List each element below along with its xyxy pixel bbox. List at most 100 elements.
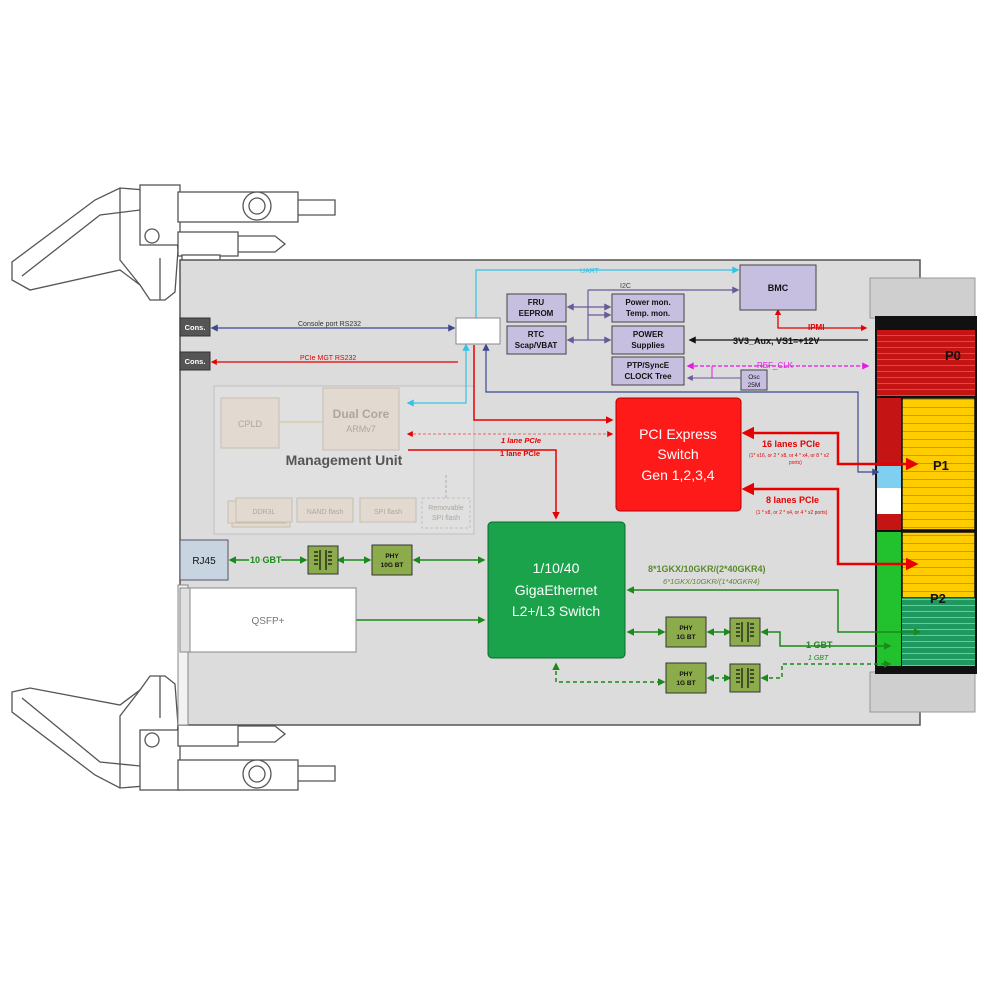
console-connector-1-label: Cons. — [185, 323, 206, 332]
gkx8-label: 8*1GKX/10GKR/(2*40GKR4) — [648, 564, 766, 574]
phy-10g-block — [371, 544, 413, 576]
giga-phy-b-link — [552, 662, 666, 686]
phy-1g-a-label-2: 1G BT — [676, 634, 695, 641]
phy-1g-a-block — [665, 616, 707, 648]
ptp-clock-block — [611, 356, 685, 386]
bmc-block — [739, 264, 817, 311]
osc-label-2: 25M — [748, 382, 761, 389]
spi-block — [359, 497, 417, 523]
qsfp-connector — [189, 587, 357, 653]
giga-switch-block — [487, 521, 626, 659]
power-label-1: POWER — [633, 330, 663, 339]
ptp-label-2: CLOCK Tree — [624, 372, 672, 381]
power-mon-label-1: Power mon. — [625, 298, 670, 307]
p0-connector — [877, 330, 975, 396]
console-connector-2 — [179, 351, 211, 371]
phy-10g-label-1: PHY — [385, 553, 399, 560]
phy-1g-b-label-2: 1G BT — [676, 680, 695, 687]
mgmt-giga-link — [408, 449, 560, 520]
uart-label: UART — [580, 268, 600, 275]
power-mon-block — [611, 293, 685, 323]
ipmi-link — [774, 308, 868, 332]
power-label-2: Supplies — [631, 341, 665, 350]
gbt1-dashed-link — [760, 660, 892, 682]
management-unit-label: Management Unit — [286, 452, 403, 468]
power-mon-label-2: Temp. mon. — [626, 309, 670, 318]
phy-1g-a-label-1: PHY — [679, 625, 693, 632]
gbt10-label: 10 GBT — [250, 555, 282, 565]
nand-block — [296, 497, 354, 523]
ddr3l-block — [235, 497, 293, 523]
phy-1g-b-block — [665, 662, 707, 694]
top-ejector-handle — [11, 184, 336, 301]
cpld-block — [220, 397, 280, 449]
lanes16-label: 16 lanes PCIe — [762, 439, 820, 449]
fru-eeprom-block — [506, 293, 567, 323]
backplane-connector: P0 P1 P2 — [869, 277, 977, 713]
rj45-label: RJ45 — [192, 556, 216, 567]
rtc-label-1: RTC — [528, 330, 545, 339]
mgmt-uart-link — [406, 343, 470, 407]
lanes8-sub-label: (1 * x8, or 2 * x4, or 4 * x2 ports) — [756, 510, 828, 516]
transformer-1g-a-icon — [729, 617, 761, 647]
ipmi-label: IPMI — [808, 323, 824, 332]
ddr3l-label: DDR3L — [253, 509, 276, 516]
hub-pcie-link — [473, 345, 614, 424]
transformer-1g-b-icon — [729, 663, 761, 693]
rtc-label-2: Scap/VBAT — [515, 341, 558, 350]
front-panel-edge — [177, 584, 189, 726]
ptp-label-1: PTP/SyncE — [627, 361, 670, 370]
console-connector-1 — [179, 317, 211, 337]
rtc-block — [506, 325, 567, 355]
console-connector-2-label: Cons. — [185, 357, 206, 366]
power-line-label: 3V3_Aux, VS1=+12V — [733, 336, 820, 346]
armv7-label: ARMv7 — [346, 424, 376, 434]
lanes8-label: 8 lanes PCIe — [766, 495, 819, 505]
pcie-mgt-label: PCIe MGT RS232 — [300, 355, 356, 362]
fru-label-1: FRU — [528, 298, 545, 307]
ref-clk-label: REF_CLK — [757, 361, 794, 370]
phy-10g-label-2: 10G BT — [381, 562, 404, 569]
bmc-label: BMC — [768, 283, 789, 293]
lanes16-sub-label: (1* x16, or 2 * x8, or 4 * x4, or 8 * x2 — [749, 453, 829, 459]
p0-label: P0 — [945, 348, 961, 363]
dual-core-label: Dual Core — [333, 407, 390, 421]
giga-switch-label-2: GigaEthernet — [515, 582, 598, 598]
removable-spi-block — [421, 497, 471, 529]
dual-core-block — [322, 387, 400, 451]
lanes16-sub2-label: ports) — [789, 460, 802, 466]
qsfp-label: QSFP+ — [251, 616, 284, 627]
p2-label: P2 — [930, 591, 946, 606]
hub-p1-link — [482, 343, 880, 476]
pcie16-link — [741, 426, 919, 471]
console-mux — [455, 317, 501, 345]
osc-label-1: Osc — [748, 374, 760, 381]
pcie-switch-block — [615, 397, 742, 512]
giga-switch-label-3: L2+/L3 Switch — [512, 603, 600, 619]
rj45-connector — [179, 539, 229, 581]
gkx6-label: 6*1GKX/10GKR/(1*40GKR4) — [663, 577, 760, 586]
pcie8-link — [741, 482, 919, 571]
cpld-label: CPLD — [238, 419, 263, 429]
p1-label: P1 — [933, 458, 949, 473]
transformer-10g-icon — [307, 545, 339, 575]
gbt1-link — [760, 628, 892, 650]
oscillator-block — [740, 369, 768, 391]
spi-label: SPI flash — [374, 509, 402, 516]
lane1-label: 1 lane PCIe — [500, 449, 540, 458]
gbt1-label: 1 GBT — [806, 640, 833, 650]
management-unit: CPLD Dual Core ARMv7 DDR3L NAND flash SP… — [213, 385, 475, 535]
pcie-switch-label-1: PCI Express — [639, 426, 717, 442]
giga-switch-label-1: 1/10/40 — [533, 560, 580, 576]
removable-spi-label-1: Removable — [428, 505, 464, 512]
phy-1g-b-label-1: PHY — [679, 671, 693, 678]
lane1-italic-label: 1 lane PCIe — [501, 436, 541, 445]
pcie-switch-label-2: Switch — [657, 446, 698, 462]
gbt1-italic-label: 1 GBT — [808, 655, 829, 662]
nand-label: NAND flash — [307, 509, 344, 516]
removable-spi-label-2: SPI flash — [432, 515, 460, 522]
uart-link — [475, 266, 740, 318]
i2c-label: I2C — [620, 283, 631, 290]
